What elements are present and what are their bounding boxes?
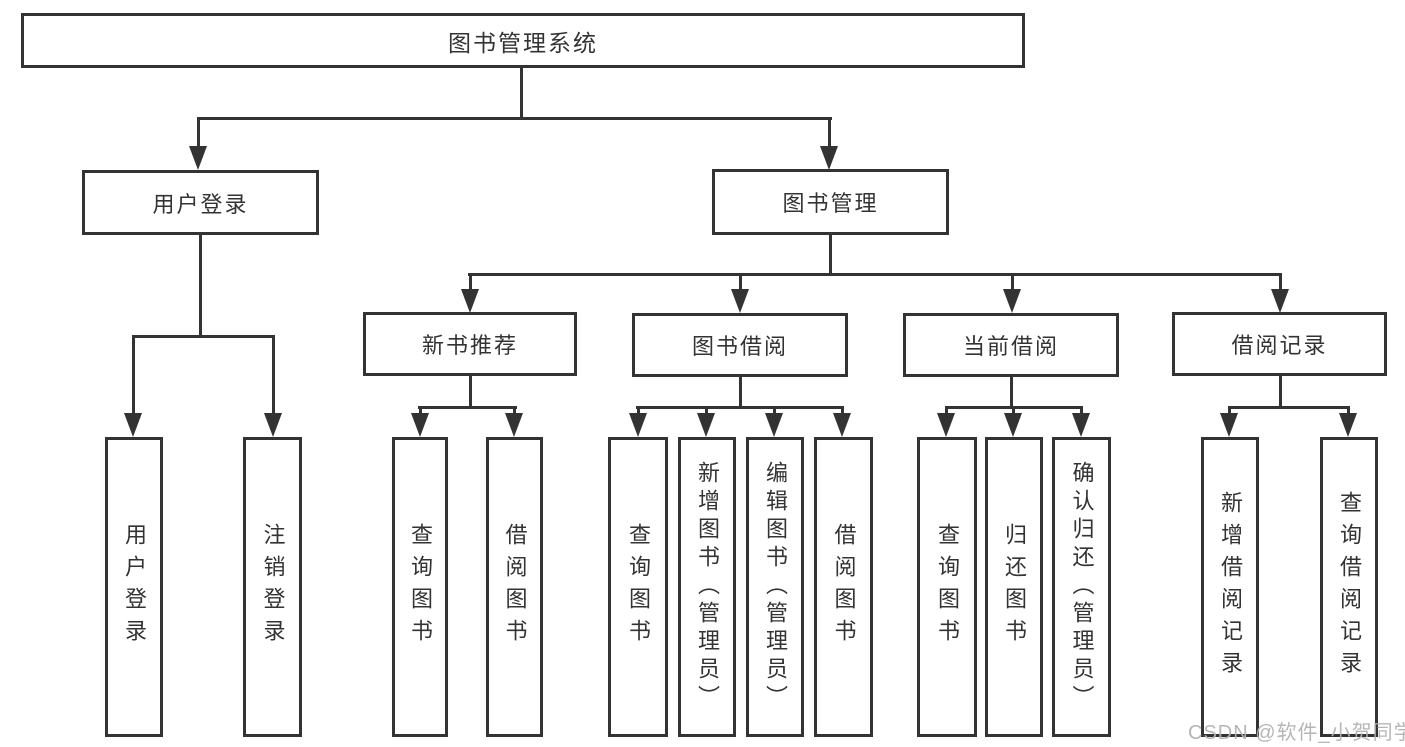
arrow-down-icon [833, 413, 851, 437]
arrow-down-icon [189, 146, 207, 170]
arrow-down-icon [1004, 413, 1022, 437]
arrow-down-icon [1003, 289, 1021, 313]
leaf-newbooks-query-label: 查询图书 [408, 523, 433, 651]
leaf-newbooks-borrow: 借阅图书 [486, 437, 543, 737]
node-current-borrow: 当前借阅 [903, 313, 1119, 377]
leaf-records-query: 查询借阅记录 [1320, 437, 1378, 737]
node-book-mgmt: 图书管理 [712, 169, 949, 235]
connector-vline [739, 377, 742, 409]
connector-vline [199, 235, 202, 337]
arrow-down-icon [124, 413, 142, 437]
leaf-borrow-query: 查询图书 [608, 437, 668, 737]
connector-vline [132, 335, 135, 415]
arrow-down-icon [1339, 413, 1357, 437]
node-borrow-records: 借阅记录 [1172, 312, 1387, 376]
leaf-current-query-label: 查询图书 [935, 523, 960, 651]
leaf-borrow-edit-admin-label: 编辑图书（管理员） [763, 461, 788, 713]
arrow-down-icon [505, 413, 523, 437]
connector-vline [272, 335, 275, 415]
connector-hline [468, 273, 1282, 276]
node-user-login: 用户登录 [82, 170, 319, 235]
arrow-down-icon [461, 289, 479, 313]
connector-vline [469, 273, 472, 291]
arrow-down-icon [411, 413, 429, 437]
connector-vline [773, 406, 776, 416]
leaf-current-confirm-admin-label: 确认归还（管理员） [1069, 461, 1095, 713]
leaf-current-confirm-admin: 确认归还（管理员） [1052, 437, 1111, 737]
node-book-mgmt-label: 图书管理 [782, 191, 879, 216]
connector-vline [1228, 406, 1231, 416]
node-user-login-label: 用户登录 [152, 191, 249, 217]
leaf-current-return-label: 归还图书 [1002, 523, 1027, 651]
leaf-logout: 注销登录 [243, 437, 302, 737]
node-current-borrow-label: 当前借阅 [962, 334, 1059, 359]
connector-vline [197, 117, 200, 150]
leaf-records-query-label: 查询借阅记录 [1337, 491, 1362, 683]
leaf-current-return: 归还图书 [985, 437, 1043, 737]
leaf-user-login-label: 用户登录 [122, 523, 147, 651]
leaf-user-login: 用户登录 [105, 437, 163, 737]
arrow-down-icon [629, 413, 647, 437]
leaf-records-add-label: 新增借阅记录 [1218, 491, 1243, 683]
connector-vline [520, 66, 523, 120]
arrow-down-icon [697, 413, 715, 437]
connector-vline [1010, 377, 1013, 409]
leaf-logout-label: 注销登录 [260, 523, 286, 651]
connector-hline [132, 335, 275, 338]
connector-vline [1279, 273, 1282, 291]
connector-vline [739, 273, 742, 291]
arrow-down-icon [731, 289, 749, 313]
connector-hline [418, 406, 517, 409]
connector-vline [513, 406, 516, 416]
connector-vline [1347, 406, 1350, 416]
connector-vline [637, 406, 640, 416]
connector-vline [829, 235, 832, 276]
leaf-newbooks-borrow-label: 借阅图书 [502, 523, 528, 651]
arrow-down-icon [264, 413, 282, 437]
node-root: 图书管理系统 [21, 13, 1025, 68]
leaf-current-query: 查询图书 [917, 437, 977, 737]
arrow-down-icon [1072, 413, 1090, 437]
leaf-borrow-borrow-label: 借阅图书 [831, 523, 857, 651]
connector-vline [1080, 406, 1083, 416]
connector-vline [1012, 406, 1015, 416]
connector-vline [419, 406, 422, 416]
leaf-records-add: 新增借阅记录 [1201, 437, 1259, 737]
node-new-books-label: 新书推荐 [421, 333, 518, 358]
leaf-borrow-borrow: 借阅图书 [814, 437, 873, 737]
connector-vline [1279, 376, 1282, 409]
node-book-borrow: 图书借阅 [632, 313, 848, 377]
connector-vline [1011, 273, 1014, 291]
connector-vline [945, 406, 948, 416]
node-new-books: 新书推荐 [363, 312, 577, 376]
arrow-down-icon [1271, 289, 1289, 313]
arrow-down-icon [1220, 413, 1238, 437]
leaf-newbooks-query: 查询图书 [392, 437, 448, 737]
leaf-borrow-add-admin: 新增图书（管理员） [678, 437, 736, 737]
connector-hline [1228, 406, 1350, 409]
connector-vline [841, 406, 844, 416]
arrow-down-icon [937, 413, 955, 437]
connector-vline [828, 117, 831, 150]
connector-hline [636, 406, 844, 409]
connector-hline [197, 117, 832, 120]
node-book-borrow-label: 图书借阅 [691, 334, 788, 359]
leaf-borrow-query-label: 查询图书 [626, 523, 651, 651]
leaf-borrow-add-admin-label: 新增图书（管理员） [695, 461, 720, 713]
connector-vline [705, 406, 708, 416]
leaf-borrow-edit-admin: 编辑图书（管理员） [746, 437, 804, 737]
csdn-watermark: CSDN @软件_小贺同学 [1188, 722, 1405, 744]
node-borrow-records-label: 借阅记录 [1231, 333, 1328, 358]
arrow-down-icon [820, 146, 838, 170]
connector-vline [469, 376, 472, 409]
node-root-label: 图书管理系统 [448, 29, 598, 56]
arrow-down-icon [765, 413, 783, 437]
